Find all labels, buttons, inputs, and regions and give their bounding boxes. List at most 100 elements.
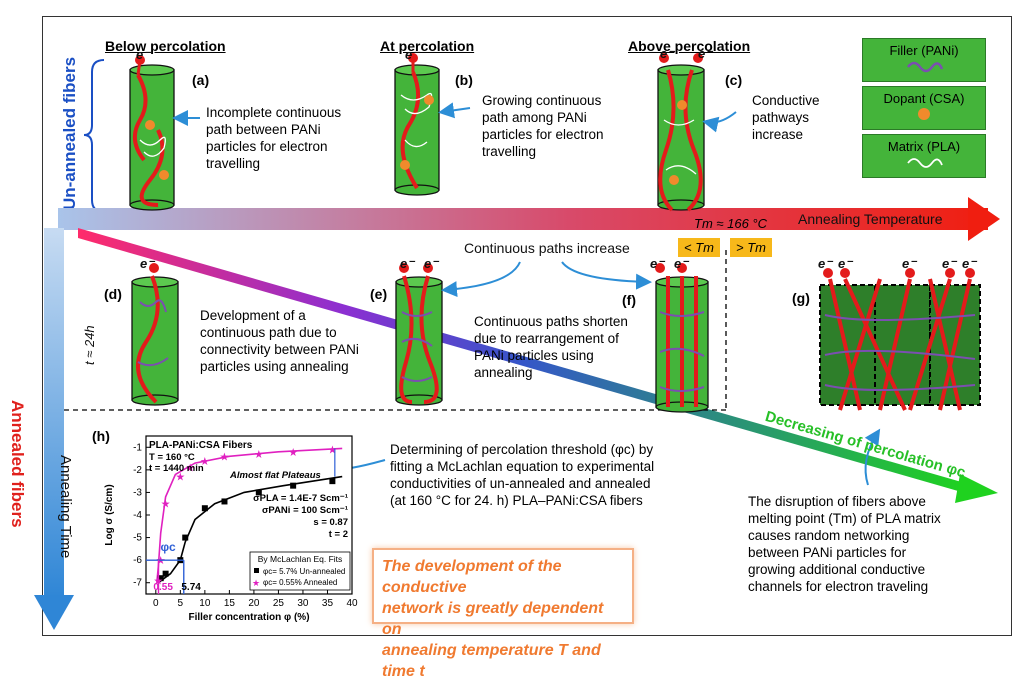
temperature-arrow-body [58, 208, 988, 230]
unannealed-fit-curve [157, 475, 343, 584]
panel-label-d: (d) [104, 286, 122, 302]
x-tick-label: 40 [346, 598, 358, 609]
unannealed-point [221, 498, 228, 505]
electron-label: e⁻ [962, 256, 977, 271]
panel-label-g: (g) [792, 290, 810, 306]
unannealed-point [329, 478, 336, 485]
x-tick-label: 30 [297, 598, 309, 609]
pointer-b [438, 102, 471, 119]
y-tick-label: -7 [133, 578, 142, 589]
panel-label-f: (f) [622, 292, 636, 308]
figure-frame [42, 16, 1012, 636]
electron-label: e⁻ [650, 256, 665, 271]
plateau-label: Almost flat Plateaus [229, 470, 321, 481]
fiber-b [394, 53, 440, 196]
unannealed-point [157, 575, 164, 582]
x-tick-label: 20 [248, 598, 260, 609]
panel-label-c: (c) [725, 72, 743, 88]
electron-label: e⁻ [902, 256, 917, 271]
dopant-icon [918, 108, 930, 120]
electron-label: e⁻ [838, 256, 853, 271]
x-tick-label: 5 [178, 598, 184, 609]
fiber-f [655, 263, 709, 413]
header-at-percolation: At percolation [380, 38, 475, 54]
pointer-e [441, 261, 521, 298]
inset-param: t = 1440 min [149, 463, 204, 474]
annealed-point: ★ [254, 448, 264, 461]
x-tick-label: 25 [273, 598, 285, 609]
panel-label-e: (e) [370, 286, 388, 302]
temperature-arrow-head [968, 197, 1000, 241]
unannealed-point [162, 570, 169, 577]
unannealed-bracket [83, 59, 105, 213]
y-tick-label: -2 [133, 465, 142, 476]
y-tick-label: -3 [133, 487, 142, 498]
tm-below-box: < Tm [678, 238, 720, 257]
x-tick-label: 10 [199, 598, 211, 609]
continuous-paths-label: Continuous paths increase [464, 240, 630, 256]
percolation-diagonal-head [955, 474, 998, 503]
unannealed-point [201, 505, 208, 512]
inset-legend-item: φc= 5.7% Un-annealed [263, 567, 345, 576]
y-tick-label: -4 [133, 510, 142, 521]
fiber-e [395, 263, 443, 406]
percolation-diagonal [78, 228, 965, 493]
fit-parameter: σPANi = 100 Scm⁻¹ [262, 505, 348, 516]
x-tick-label: 15 [224, 598, 236, 609]
pointer-c [702, 111, 737, 133]
fit-parameter: s = 0.87 [313, 517, 348, 528]
matrix-icon [907, 158, 943, 168]
x-tick-label: 0 [153, 598, 159, 609]
header-below-percolation: Below percolation [105, 38, 226, 54]
inset-legend [249, 551, 351, 591]
annealed-point: ★ [200, 455, 210, 468]
electron-label: e⁻ [698, 46, 713, 61]
time-arrow-body [44, 228, 64, 598]
inset-legend-title: By McLachlan Eq. Fits [258, 554, 343, 564]
x-tick-label: 35 [322, 598, 334, 609]
header-above-percolation: Above percolation [628, 38, 751, 54]
panel-label-h: (h) [92, 428, 110, 444]
legend-dopant: Dopant (CSA) [862, 86, 986, 130]
t-approx-label: t ≈ 24h [82, 325, 97, 365]
tm-above-box: > Tm [730, 238, 772, 257]
fit-parameter: σPLA = 1.4E-7 Scm⁻¹ [253, 493, 348, 504]
diagram-canvas [34, 53, 1000, 630]
electron-label: e⁻ [660, 46, 675, 61]
electron-label: e⁻ [424, 256, 439, 271]
panel-label-a: (a) [192, 72, 210, 88]
filler-icon [907, 61, 944, 73]
panel-label-b: (b) [455, 72, 473, 88]
unannealed-point [290, 482, 297, 489]
legend-matrix: Matrix (PLA) [862, 134, 986, 178]
inset-legend-item: φc= 0.55% Annealed [263, 578, 337, 587]
fiber-d [131, 263, 179, 406]
annealed-point: ★ [220, 450, 230, 463]
annealing-time-label: Annealing Time [57, 455, 74, 559]
electron-label: e⁻ [140, 256, 155, 271]
fiber-c [657, 53, 705, 212]
annealed-point: ★ [288, 446, 298, 459]
annealed-point: ★ [185, 462, 195, 475]
legend-square-marker [254, 568, 259, 573]
y-tick-label: -1 [133, 442, 142, 453]
legend-filler: Filler (PANi) [862, 38, 986, 82]
y-axis-label: Log σ (S/cm) [104, 484, 115, 545]
electron-label: e⁻ [818, 256, 833, 271]
pointer-f [561, 261, 652, 290]
percolation-note: Determining of percolation threshold (φc… [390, 442, 655, 508]
fiber-a [129, 55, 175, 211]
annealed-point: ★ [161, 498, 171, 511]
electron-label: e⁻ [674, 256, 689, 271]
fiber-g [819, 268, 981, 411]
phi-c-label: φc [160, 540, 176, 554]
inset-title: PLA-PANi:CSA Fibers [149, 440, 253, 451]
unannealed-point [255, 489, 262, 496]
